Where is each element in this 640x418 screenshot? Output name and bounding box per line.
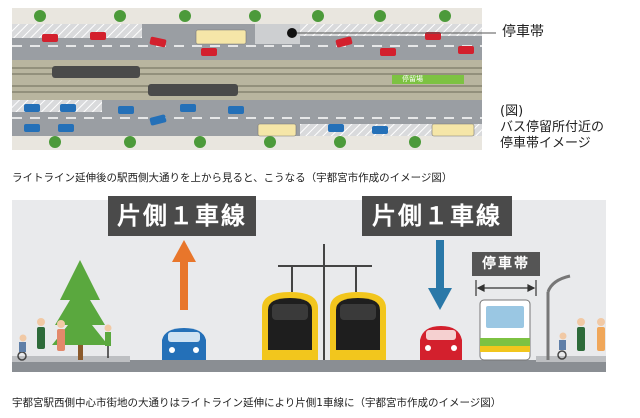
pedestrians-left <box>17 318 65 361</box>
stop-bay <box>255 24 300 44</box>
bus <box>431 123 475 137</box>
north-sidewalk <box>12 8 482 24</box>
southbound-arrow <box>428 240 452 310</box>
top-caption: ライトライン延伸後の駅西側大通りを上から見ると、こうなる（宇都宮市作成のイメージ… <box>12 172 453 184</box>
note-line: 停車帯イメージ <box>500 136 591 151</box>
hatched-zone <box>12 24 142 38</box>
northbound-arrow <box>172 240 196 310</box>
pedestrians-right <box>557 318 605 360</box>
bus-front <box>479 299 531 361</box>
red-car <box>420 326 462 360</box>
note-line: バス停留所付近の <box>500 120 605 135</box>
note-line: (図) <box>500 104 524 119</box>
bus <box>257 123 297 137</box>
figure-note: (図) バス停留所付近の 停車帯イメージ <box>500 104 604 152</box>
cross-section-diagram <box>12 240 606 372</box>
platform-label: 停留場 <box>402 75 423 83</box>
stop-callout-label: 停車帯 <box>502 24 544 40</box>
bus <box>195 29 247 45</box>
street-lamp <box>546 274 571 360</box>
right-lane-sign: 片側１車線 <box>362 196 512 236</box>
tram-car <box>148 84 238 96</box>
tram-front-right <box>330 292 386 360</box>
catenary-poles <box>278 244 372 360</box>
stop-zone-label: 停車帯 <box>472 252 540 276</box>
cyclist <box>104 324 112 358</box>
sidewalk-trees <box>34 10 451 148</box>
cars <box>24 32 474 134</box>
hatched-zone <box>300 24 482 36</box>
lane-markings <box>12 45 482 119</box>
tram-front-left <box>262 292 318 360</box>
stop-marker <box>287 28 297 38</box>
stop-zone-bracket <box>475 280 537 296</box>
sidewalk-left <box>12 356 130 362</box>
bottom-caption: 宇都宮駅西側中心市街地の大通りはライトライン延伸により片側1車線に（宇都宮市作成… <box>12 397 502 409</box>
tram-platform <box>392 75 464 84</box>
road-surface <box>12 360 606 372</box>
left-lane-sign: 片側１車線 <box>108 196 256 236</box>
aerial-road-diagram <box>12 8 496 150</box>
sidewalk-right <box>536 356 606 362</box>
blue-car <box>162 328 206 360</box>
tram-car <box>52 66 140 78</box>
roadside-tree <box>52 260 108 360</box>
